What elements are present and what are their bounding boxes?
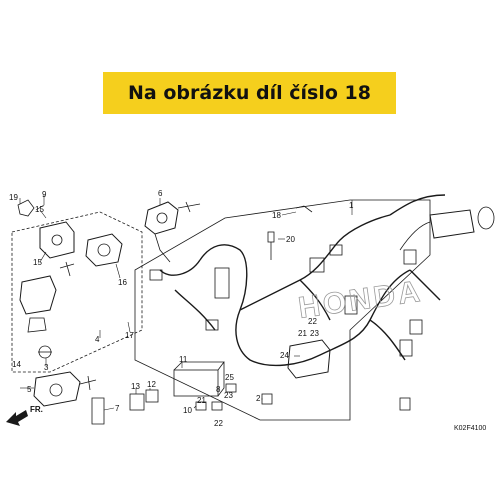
callout-22a: 22	[308, 317, 317, 326]
switch-assembly-6	[144, 201, 201, 263]
callout-1: 1	[349, 201, 354, 210]
callout-3: 3	[44, 363, 49, 372]
callout-25: 25	[225, 373, 234, 382]
callout-23b: 23	[224, 391, 233, 400]
callout-12: 12	[147, 380, 156, 389]
ignition-switch-group-box	[11, 211, 143, 373]
ignition-switch-parts	[17, 199, 123, 359]
callout-24: 24	[280, 351, 289, 360]
callout-23a: 23	[310, 329, 319, 338]
callout-9: 9	[42, 190, 47, 199]
callout-19: 19	[9, 193, 18, 202]
callout-2: 2	[256, 394, 261, 403]
callout-11: 11	[179, 355, 188, 364]
callout-22b: 22	[214, 419, 223, 428]
leader-lines	[19, 195, 353, 411]
callout-10: 10	[183, 406, 192, 415]
callout-21b: 21	[197, 396, 206, 405]
callout-15a: 15	[35, 205, 44, 214]
front-arrow: FR.	[6, 405, 43, 426]
callout-15b: 15	[33, 258, 42, 267]
front-arrow-label: FR.	[30, 405, 43, 414]
harness-connectors	[149, 205, 495, 411]
callout-6: 6	[158, 189, 163, 198]
diagram-code: K02F4100	[454, 425, 486, 432]
callout-21a: 21	[298, 329, 307, 338]
callout-7: 7	[115, 404, 120, 413]
main-harness-outline	[134, 199, 431, 421]
callout-17: 17	[125, 331, 134, 340]
callout-18: 18	[272, 211, 281, 220]
callout-14: 14	[12, 360, 21, 369]
relay-fuse-box	[129, 361, 237, 411]
title-banner: Na obrázku díl číslo 18	[103, 72, 396, 114]
banner-text: Na obrázku díl číslo 18	[128, 82, 371, 104]
handle-switch-parts	[33, 371, 105, 425]
callout-20: 20	[286, 235, 295, 244]
callout-13: 13	[131, 382, 140, 391]
callout-5: 5	[27, 385, 32, 394]
callout-4: 4	[95, 335, 100, 344]
callout-8: 8	[216, 385, 221, 394]
callout-16: 16	[118, 278, 127, 287]
